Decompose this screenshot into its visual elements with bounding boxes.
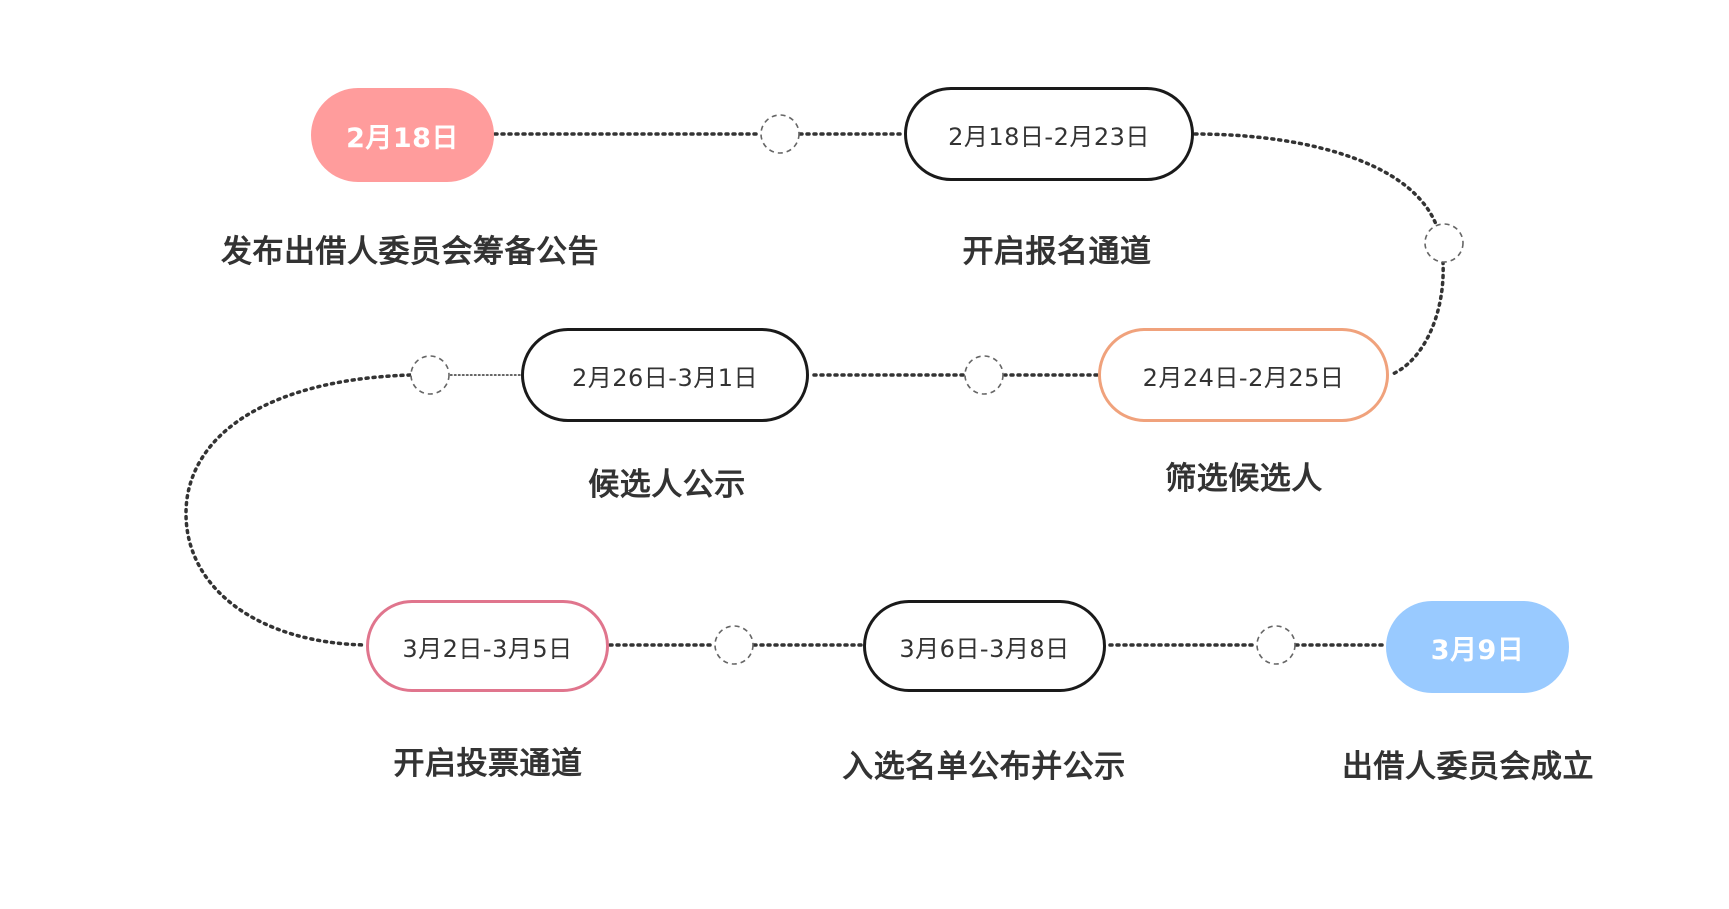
dashed-circle-4: [410, 355, 450, 395]
step-label-4: 候选人公示: [588, 467, 746, 503]
connector-2-3-curve: [1193, 132, 1445, 377]
step-label-7: 出借人委员会成立: [1342, 749, 1594, 785]
dashed-circle-1: [760, 114, 800, 154]
date-node-7-text: 3月9日: [1430, 634, 1525, 666]
date-node-7: 3月9日: [1386, 601, 1569, 693]
date-node-5: 3月2日-3月5日: [366, 600, 609, 692]
step-label-1: 发布出借人委员会筹备公告: [221, 234, 599, 270]
date-node-6: 3月6日-3月8日: [863, 600, 1106, 692]
connector-4-5-curve: [184, 373, 412, 647]
date-node-1: 2月18日: [311, 88, 494, 182]
dashed-circle-5: [714, 625, 754, 665]
date-node-2: 2月18日-2月23日: [904, 87, 1194, 181]
dashed-circle-2: [1424, 223, 1464, 263]
date-node-3-text: 2月24日-2月25日: [1142, 363, 1345, 392]
date-node-1-text: 2月18日: [346, 122, 459, 154]
dashed-circle-6: [1256, 625, 1296, 665]
date-node-3: 2月24日-2月25日: [1098, 328, 1389, 422]
date-node-6-text: 3月6日-3月8日: [899, 634, 1070, 663]
date-node-5-text: 3月2日-3月5日: [402, 634, 573, 663]
step-label-6: 入选名单公布并公示: [842, 749, 1126, 785]
step-label-5: 开启投票通道: [393, 746, 583, 782]
step-label-3: 筛选候选人: [1165, 461, 1323, 497]
dashed-circle-3: [964, 355, 1004, 395]
date-node-2-text: 2月18日-2月23日: [948, 122, 1150, 151]
step-label-2: 开启报名通道: [962, 234, 1152, 270]
date-node-4-text: 2月26日-3月1日: [571, 363, 758, 392]
date-node-4: 2月26日-3月1日: [521, 328, 809, 422]
